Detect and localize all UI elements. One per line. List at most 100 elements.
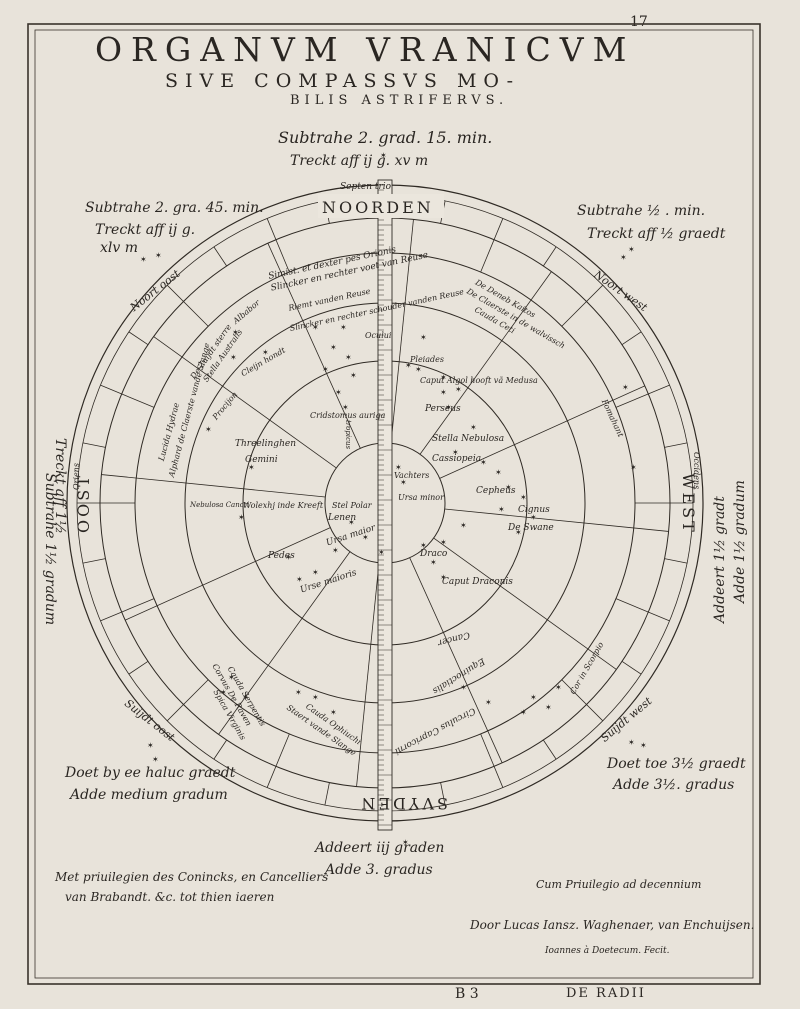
star-marker: ✶ xyxy=(362,533,369,542)
star-marker: ✶ xyxy=(545,703,552,712)
star-label: Wolexhj inde Kreeft xyxy=(243,501,324,510)
signature-mark: B 3 xyxy=(455,986,479,1002)
star-marker: ✶ xyxy=(232,328,239,337)
star-marker: ✶ xyxy=(495,468,502,477)
wind-division xyxy=(166,679,209,722)
star-label: Ocului xyxy=(365,331,392,340)
star-marker: ✶ xyxy=(440,538,447,547)
wind-division xyxy=(100,384,155,408)
note-br-adde: Adde 3½. gradus xyxy=(613,777,735,793)
star-label: Caput Algol hooft vã Medusa xyxy=(420,376,538,385)
wind-division xyxy=(664,558,688,564)
star-label: Urse maioris xyxy=(299,568,358,596)
star-marker: ✶ xyxy=(402,838,409,847)
star-marker: ✶ xyxy=(440,373,447,382)
meridian-ticks xyxy=(378,184,392,826)
wind-division xyxy=(480,218,504,273)
note-bottom-adde: Adde 3. gradus xyxy=(325,862,433,878)
note-bottom-addeert: Addeert iij graden xyxy=(315,840,445,856)
note-tl-trekt2: xlv m xyxy=(100,240,139,256)
star-label: Cridstomus auriga xyxy=(310,411,386,420)
note-tl-subtrahe: Subtrahe 2. gra. 45. min. xyxy=(85,200,264,216)
wind-division xyxy=(561,284,604,327)
star-label: Cepheus xyxy=(476,486,516,496)
star-marker: ✶ xyxy=(415,365,422,374)
star-marker: ✶ xyxy=(628,738,635,747)
star-label: Fomahant xyxy=(599,397,625,439)
star-marker: ✶ xyxy=(395,463,402,472)
star-label: Procijon xyxy=(210,390,239,422)
star-marker: ✶ xyxy=(220,688,227,697)
hour-line xyxy=(444,508,669,532)
star-markers: ✶✶✶✶✶✶✶✶✶✶✶✶✶✶✶✶✶✶✶✶✶✶✶✶✶✶✶✶✶✶✶✶✶✶✶✶✶✶✶✶… xyxy=(140,151,647,847)
wind-division xyxy=(324,782,330,806)
note-tl-trekt: Treckt aff ij g. xyxy=(95,222,196,238)
star-marker: ✶ xyxy=(470,423,477,432)
hour-line xyxy=(101,474,326,498)
note-bl-adde: Adde medium gradum xyxy=(70,787,228,803)
star-label: Lenen xyxy=(327,513,356,523)
star-label: Cassiopeia xyxy=(432,454,481,464)
star-label: Ursa minor xyxy=(398,493,445,502)
star-label: Nebulosa Cancri xyxy=(189,501,249,509)
star-marker: ✶ xyxy=(248,463,255,472)
south-label: SVYDEN xyxy=(358,794,448,813)
star-label: Draco xyxy=(419,549,448,559)
note-right-adde: Adde 1½ gradum xyxy=(732,480,748,603)
star-marker: ✶ xyxy=(420,541,427,550)
hour-line xyxy=(390,219,414,444)
star-marker: ✶ xyxy=(242,693,249,702)
star-marker: ✶ xyxy=(330,343,337,352)
star-marker: ✶ xyxy=(460,683,467,692)
star-marker: ✶ xyxy=(480,458,487,467)
star-label: Stel Polar xyxy=(332,501,373,510)
star-marker: ✶ xyxy=(330,708,337,717)
star-label: Vachters xyxy=(394,471,429,480)
star-marker: ✶ xyxy=(400,478,407,487)
star-marker: ✶ xyxy=(628,245,635,254)
wind-division xyxy=(266,733,290,788)
wind-division xyxy=(100,598,155,622)
wind-division xyxy=(615,598,670,622)
title-line-1: ORGANVM VRANICVM xyxy=(95,30,636,69)
noort-oost-label: Noort oost xyxy=(127,267,183,315)
star-marker: ✶ xyxy=(238,513,245,522)
wind-division xyxy=(82,558,106,564)
star-marker: ✶ xyxy=(322,365,329,374)
wind-division xyxy=(543,246,557,267)
hour-line xyxy=(409,557,503,763)
note-bl-doet: Doet by ee haluc graedt xyxy=(65,765,236,781)
star-marker: ✶ xyxy=(440,388,447,397)
septentrio-label: Septen trio xyxy=(340,182,392,192)
wind-division xyxy=(615,384,670,408)
author-credit: Door Lucas Iansz. Waghenaer, van Enchuij… xyxy=(470,918,755,932)
star-marker: ✶ xyxy=(620,253,627,262)
star-marker: ✶ xyxy=(530,693,537,702)
star-marker: ✶ xyxy=(530,513,537,522)
west-label: WEST xyxy=(679,473,698,535)
star-label: Cignus xyxy=(518,505,550,515)
star-marker: ✶ xyxy=(342,403,349,412)
star-marker: ✶ xyxy=(205,425,212,434)
star-label: De Swane xyxy=(507,523,554,533)
star-marker: ✶ xyxy=(440,573,447,582)
wind-division xyxy=(664,442,688,448)
star-marker: ✶ xyxy=(505,483,512,492)
star-label: Pedes xyxy=(267,551,295,561)
radial-lines xyxy=(77,195,693,811)
star-marker: ✶ xyxy=(228,673,235,682)
privilege-latin: Cum Priuilegio ad decennium xyxy=(536,878,702,891)
wind-division xyxy=(440,782,446,806)
star-marker: ✶ xyxy=(452,448,459,457)
wind-division xyxy=(266,218,290,273)
star-marker: ✶ xyxy=(285,553,292,562)
noort-west-label: Noort west xyxy=(591,267,651,314)
hour-line xyxy=(419,271,552,455)
note-br-doet: Doet toe 3½ graedt xyxy=(607,756,746,772)
title-line-2: SIVE COMPASSVS MO- xyxy=(165,70,521,92)
star-label: Cancer xyxy=(436,629,471,647)
star-label: Caput Draconis xyxy=(442,577,513,587)
star-marker: ✶ xyxy=(485,698,492,707)
oriens-label: Oriens xyxy=(72,463,81,490)
